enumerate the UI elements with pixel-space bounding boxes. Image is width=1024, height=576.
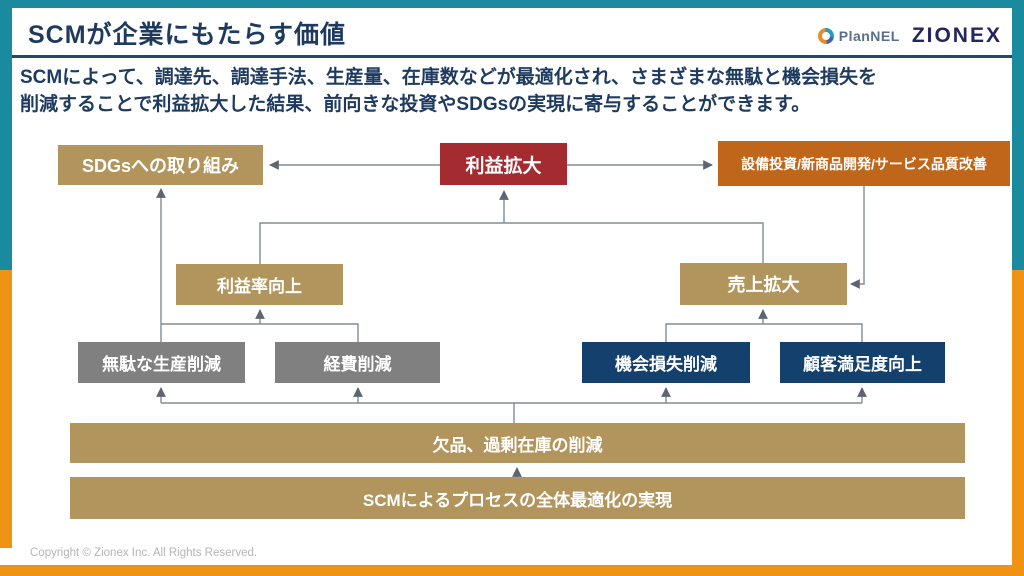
box-opportunity-loss: 機会損失削減 (582, 342, 750, 383)
frame-left-orange-bar (0, 270, 12, 548)
box-waste-reduction: 無駄な生産削減 (78, 342, 245, 383)
box-profit-rate: 利益率向上 (176, 264, 343, 305)
box-scm-optimization: SCMによるプロセスの全体最適化の実現 (70, 477, 965, 519)
frame-right-teal-bar (1012, 8, 1024, 270)
connector-bus-right-mid (665, 323, 863, 342)
connector-bus-left-mid (161, 323, 359, 342)
zionex-logo: ZIONEX (911, 24, 1002, 47)
plannel-logo: PlanNEL (817, 28, 900, 44)
connector-bus-upper (259, 222, 764, 264)
connector-invest-to-sales (850, 186, 865, 289)
box-expense-reduction: 経費削減 (275, 342, 440, 383)
lead-text-line1: SCMによって、調達先、調達手法、生産量、在庫数などが最適化され、さまざまな無駄… (20, 67, 877, 88)
title-divider (12, 55, 1012, 58)
box-customer-satisfaction: 顧客満足度向上 (780, 342, 945, 383)
box-sales-growth: 売上拡大 (680, 263, 847, 305)
plannel-logo-icon (817, 28, 834, 44)
box-profit-growth: 利益拡大 (440, 143, 567, 185)
box-investment: 設備投資/新商品開発/サービス品質改善 (718, 141, 1010, 186)
box-stockout-reduction: 欠品、過剰在庫の削減 (70, 423, 965, 463)
lead-text-line2: 削減することで利益拡大した結果、前向きな投資やSDGsの実現に寄与することができ… (20, 94, 811, 115)
frame-top-bar (0, 0, 1024, 8)
copyright-text: Copyright © Zionex Inc. All Rights Reser… (30, 547, 258, 559)
frame-right-orange-bar (1012, 270, 1024, 566)
box-sdgs: SDGsへの取り組み (58, 145, 263, 185)
frame-left-teal-bar (0, 8, 12, 270)
logo-group: PlanNEL ZIONEX (817, 24, 1002, 48)
page-title: SCMが企業にもたらす価値 (28, 21, 347, 49)
lead-text: SCMによって、調達先、調達手法、生産量、在庫数などが最適化され、さまざまな無駄… (20, 64, 1010, 118)
plannel-logo-text: PlanNEL (838, 28, 900, 44)
frame-bottom-bar (0, 565, 1024, 576)
